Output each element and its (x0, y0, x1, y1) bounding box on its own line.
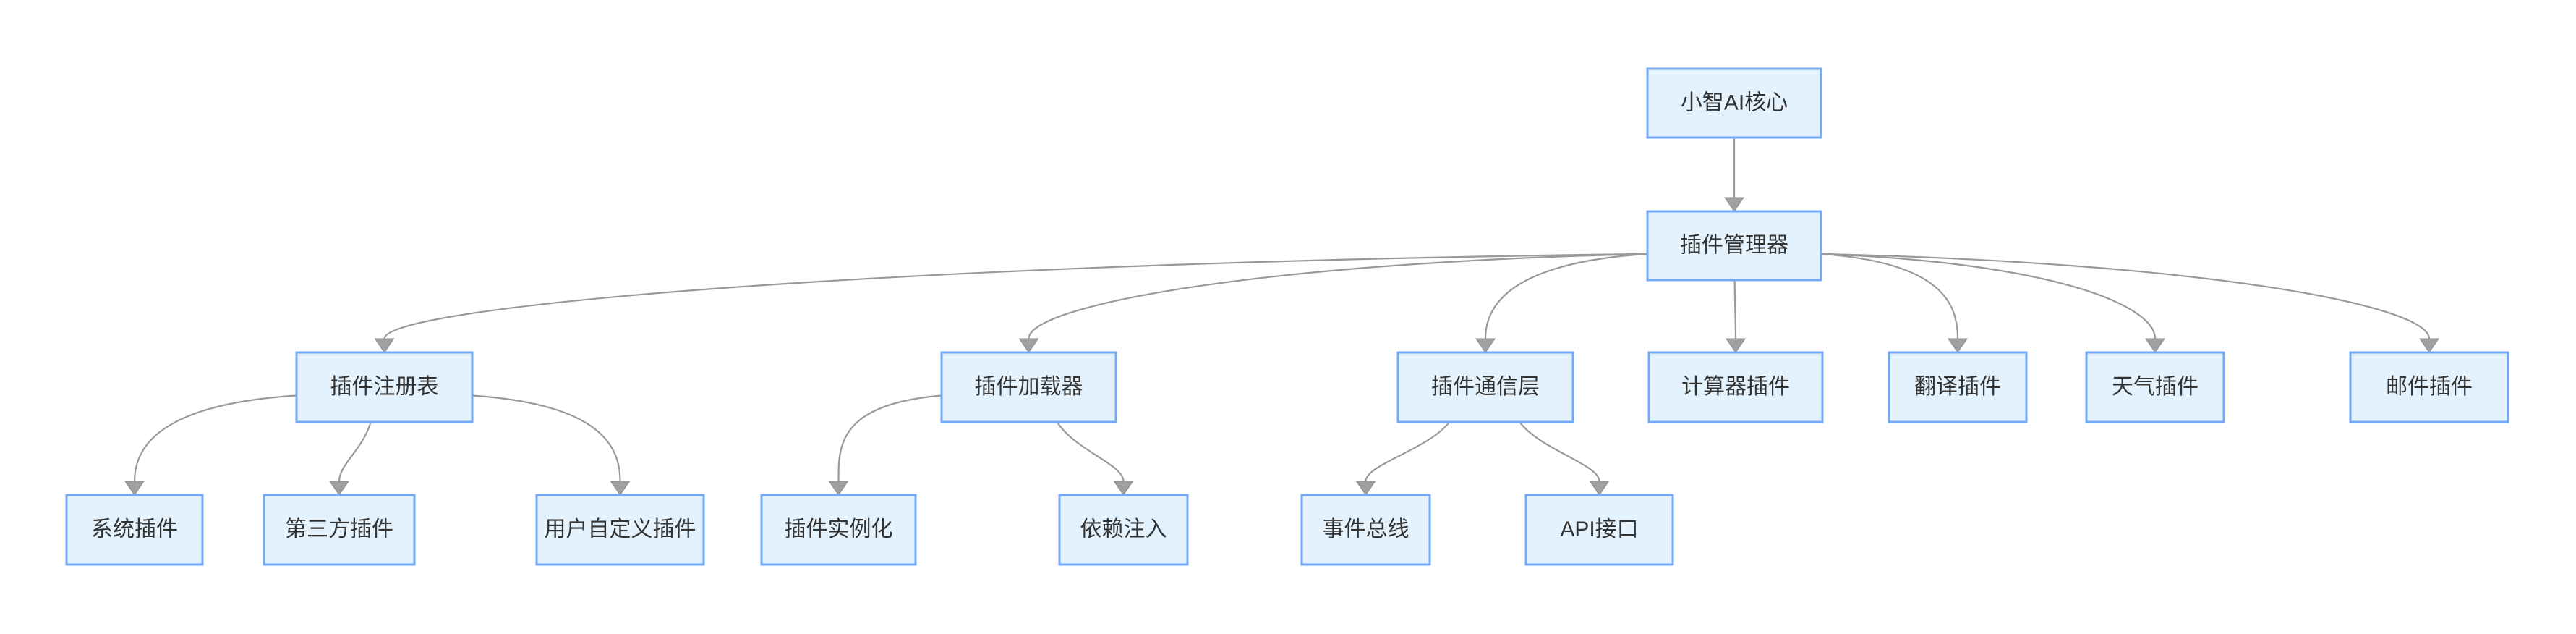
node-di[interactable]: 依赖注入 (1058, 494, 1189, 566)
node-sys_plugin[interactable]: 系统插件 (65, 494, 204, 566)
edge-manager-to-loader (1028, 253, 1648, 339)
edge-arrowhead (329, 481, 349, 496)
edge-loader-to-instancing (837, 394, 942, 482)
node-instancing[interactable]: 插件实例化 (760, 494, 917, 566)
node-translate[interactable]: 翻译插件 (1888, 351, 2028, 423)
edge-arrowhead (1589, 481, 1610, 496)
node-eventbus[interactable]: 事件总线 (1300, 494, 1431, 566)
node-label-translate: 翻译插件 (1914, 375, 2001, 399)
node-label-mail: 邮件插件 (2386, 375, 2473, 399)
node-label-registry: 插件注册表 (330, 375, 439, 399)
edge-registry-to-custom (472, 394, 621, 482)
node-label-api: API接口 (1560, 517, 1638, 541)
node-label-core: 小智AI核心 (1681, 90, 1788, 114)
edge-arrowhead (828, 481, 849, 496)
node-label-calc: 计算器插件 (1681, 375, 1790, 399)
edge-registry-to-third_party (338, 421, 372, 482)
node-box-loader[interactable] (940, 351, 1117, 423)
edge-arrowhead (2419, 338, 2439, 353)
node-mail[interactable]: 邮件插件 (2349, 351, 2509, 423)
edge-arrowhead (1355, 481, 1376, 496)
edge-arrowhead (1724, 197, 1744, 212)
edge-manager-to-weather (1820, 253, 2157, 339)
edge-arrowhead (1726, 338, 1746, 353)
node-label-eventbus: 事件总线 (1323, 517, 1409, 541)
node-label-di: 依赖注入 (1080, 517, 1167, 541)
node-box-sys_plugin[interactable] (65, 494, 204, 566)
edge-arrowhead (1948, 338, 1968, 353)
node-box-eventbus[interactable] (1300, 494, 1431, 566)
node-label-weather: 天气插件 (2112, 375, 2198, 399)
node-box-core[interactable] (1646, 67, 1822, 139)
edge-arrowhead (124, 481, 145, 496)
edge-loader-to-di (1056, 421, 1125, 482)
node-box-manager[interactable] (1646, 210, 1822, 282)
node-box-comm[interactable] (1396, 351, 1574, 423)
node-box-registry[interactable] (295, 351, 474, 423)
node-manager[interactable]: 插件管理器 (1646, 210, 1822, 282)
node-label-instancing: 插件实例化 (785, 517, 893, 541)
node-box-di[interactable] (1058, 494, 1189, 566)
edge-arrowhead (1018, 338, 1039, 353)
node-weather[interactable]: 天气插件 (2085, 351, 2225, 423)
edge-manager-to-mail (1820, 253, 2431, 339)
node-box-mail[interactable] (2349, 351, 2509, 423)
node-box-instancing[interactable] (760, 494, 917, 566)
node-custom[interactable]: 用户自定义插件 (535, 494, 705, 566)
edge-arrowhead (1475, 338, 1496, 353)
node-box-api[interactable] (1524, 494, 1674, 566)
node-comm[interactable]: 插件通信层 (1396, 351, 1574, 423)
node-label-sys_plugin: 系统插件 (91, 517, 178, 541)
edge-manager-to-translate (1820, 253, 1959, 339)
node-box-third_party[interactable] (263, 494, 416, 566)
edge-manager-to-calc (1733, 279, 1737, 339)
edge-arrowhead (2145, 338, 2165, 353)
node-label-loader: 插件加载器 (975, 375, 1083, 399)
node-calc[interactable]: 计算器插件 (1647, 351, 1824, 423)
node-core[interactable]: 小智AI核心 (1646, 67, 1822, 139)
node-label-custom: 用户自定义插件 (545, 517, 696, 541)
node-third_party[interactable]: 第三方插件 (263, 494, 416, 566)
node-box-custom[interactable] (535, 494, 705, 566)
edge-arrowhead (1113, 481, 1134, 496)
node-box-translate[interactable] (1888, 351, 2028, 423)
node-box-weather[interactable] (2085, 351, 2225, 423)
edge-arrowhead (374, 338, 395, 353)
node-label-comm: 插件通信层 (1431, 375, 1540, 399)
node-box-calc[interactable] (1647, 351, 1824, 423)
node-label-third_party: 第三方插件 (285, 517, 393, 541)
edge-registry-to-sys_plugin (133, 394, 297, 482)
node-registry[interactable]: 插件注册表 (295, 351, 474, 423)
edge-comm-to-api (1519, 421, 1600, 482)
edge-arrowhead (610, 481, 631, 496)
edge-comm-to-eventbus (1365, 421, 1451, 482)
node-api[interactable]: API接口 (1524, 494, 1674, 566)
node-loader[interactable]: 插件加载器 (940, 351, 1117, 423)
node-label-manager: 插件管理器 (1680, 233, 1788, 257)
edge-manager-to-comm (1484, 253, 1648, 339)
edge-layer (124, 137, 2439, 496)
edge-manager-to-registry (383, 253, 1648, 339)
